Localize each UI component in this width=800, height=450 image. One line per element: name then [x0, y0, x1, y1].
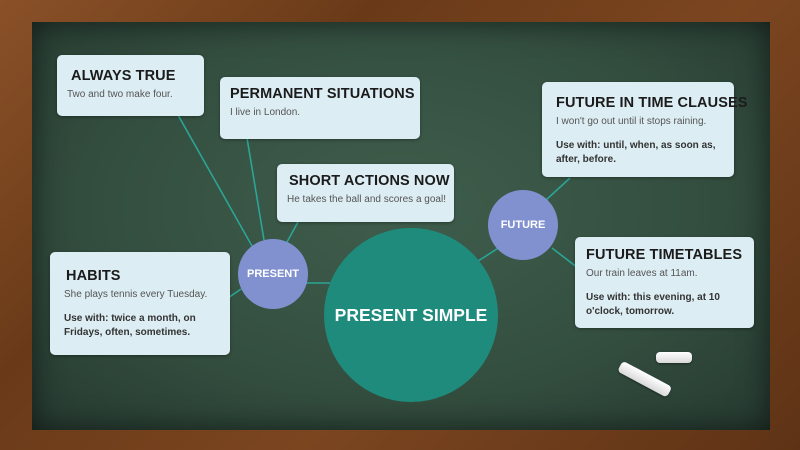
- connector-future-clauses: [546, 178, 570, 200]
- node-present: PRESENT: [238, 239, 308, 309]
- card-title: FUTURE TIMETABLES: [586, 247, 744, 263]
- card-short-actions-now: SHORT ACTIONS NOW He takes the ball and …: [277, 164, 454, 222]
- node-present-simple: PRESENT SIMPLE: [324, 228, 498, 402]
- card-use-with: Use with: until, when, as soon as, after…: [556, 139, 724, 167]
- card-permanent-situations: PERMANENT SITUATIONS I live in London.: [220, 77, 420, 139]
- card-example: I won't go out until it stops raining.: [556, 116, 724, 127]
- card-use-with: Use with: twice a month, on Fridays, oft…: [64, 312, 220, 340]
- card-habits: HABITS She plays tennis every Tuesday. U…: [50, 252, 230, 355]
- connector-permanent: [247, 138, 264, 240]
- card-title: ALWAYS TRUE: [71, 68, 194, 84]
- card-title: PERMANENT SITUATIONS: [230, 86, 410, 102]
- node-future-label: FUTURE: [501, 219, 546, 231]
- card-future-in-time-clauses: FUTURE IN TIME CLAUSES I won't go out un…: [542, 82, 734, 177]
- card-title: SHORT ACTIONS NOW: [289, 173, 444, 189]
- connector-short-actions: [287, 222, 298, 242]
- node-present-label: PRESENT: [247, 268, 299, 280]
- card-example: I live in London.: [230, 107, 410, 118]
- card-future-timetables: FUTURE TIMETABLES Our train leaves at 11…: [575, 237, 754, 328]
- card-always-true: ALWAYS TRUE Two and two make four.: [57, 55, 204, 116]
- chalk-piece: [656, 352, 692, 363]
- node-future: FUTURE: [488, 190, 558, 260]
- node-main-label: PRESENT SIMPLE: [335, 305, 488, 326]
- card-use-with: Use with: this evening, at 10 o'clock, t…: [586, 291, 744, 319]
- card-title: FUTURE IN TIME CLAUSES: [556, 95, 724, 111]
- card-example: Our train leaves at 11am.: [586, 268, 744, 279]
- card-example: She plays tennis every Tuesday.: [64, 289, 220, 300]
- card-title: HABITS: [66, 268, 220, 284]
- card-example: Two and two make four.: [67, 89, 194, 100]
- card-example: He takes the ball and scores a goal!: [287, 194, 444, 205]
